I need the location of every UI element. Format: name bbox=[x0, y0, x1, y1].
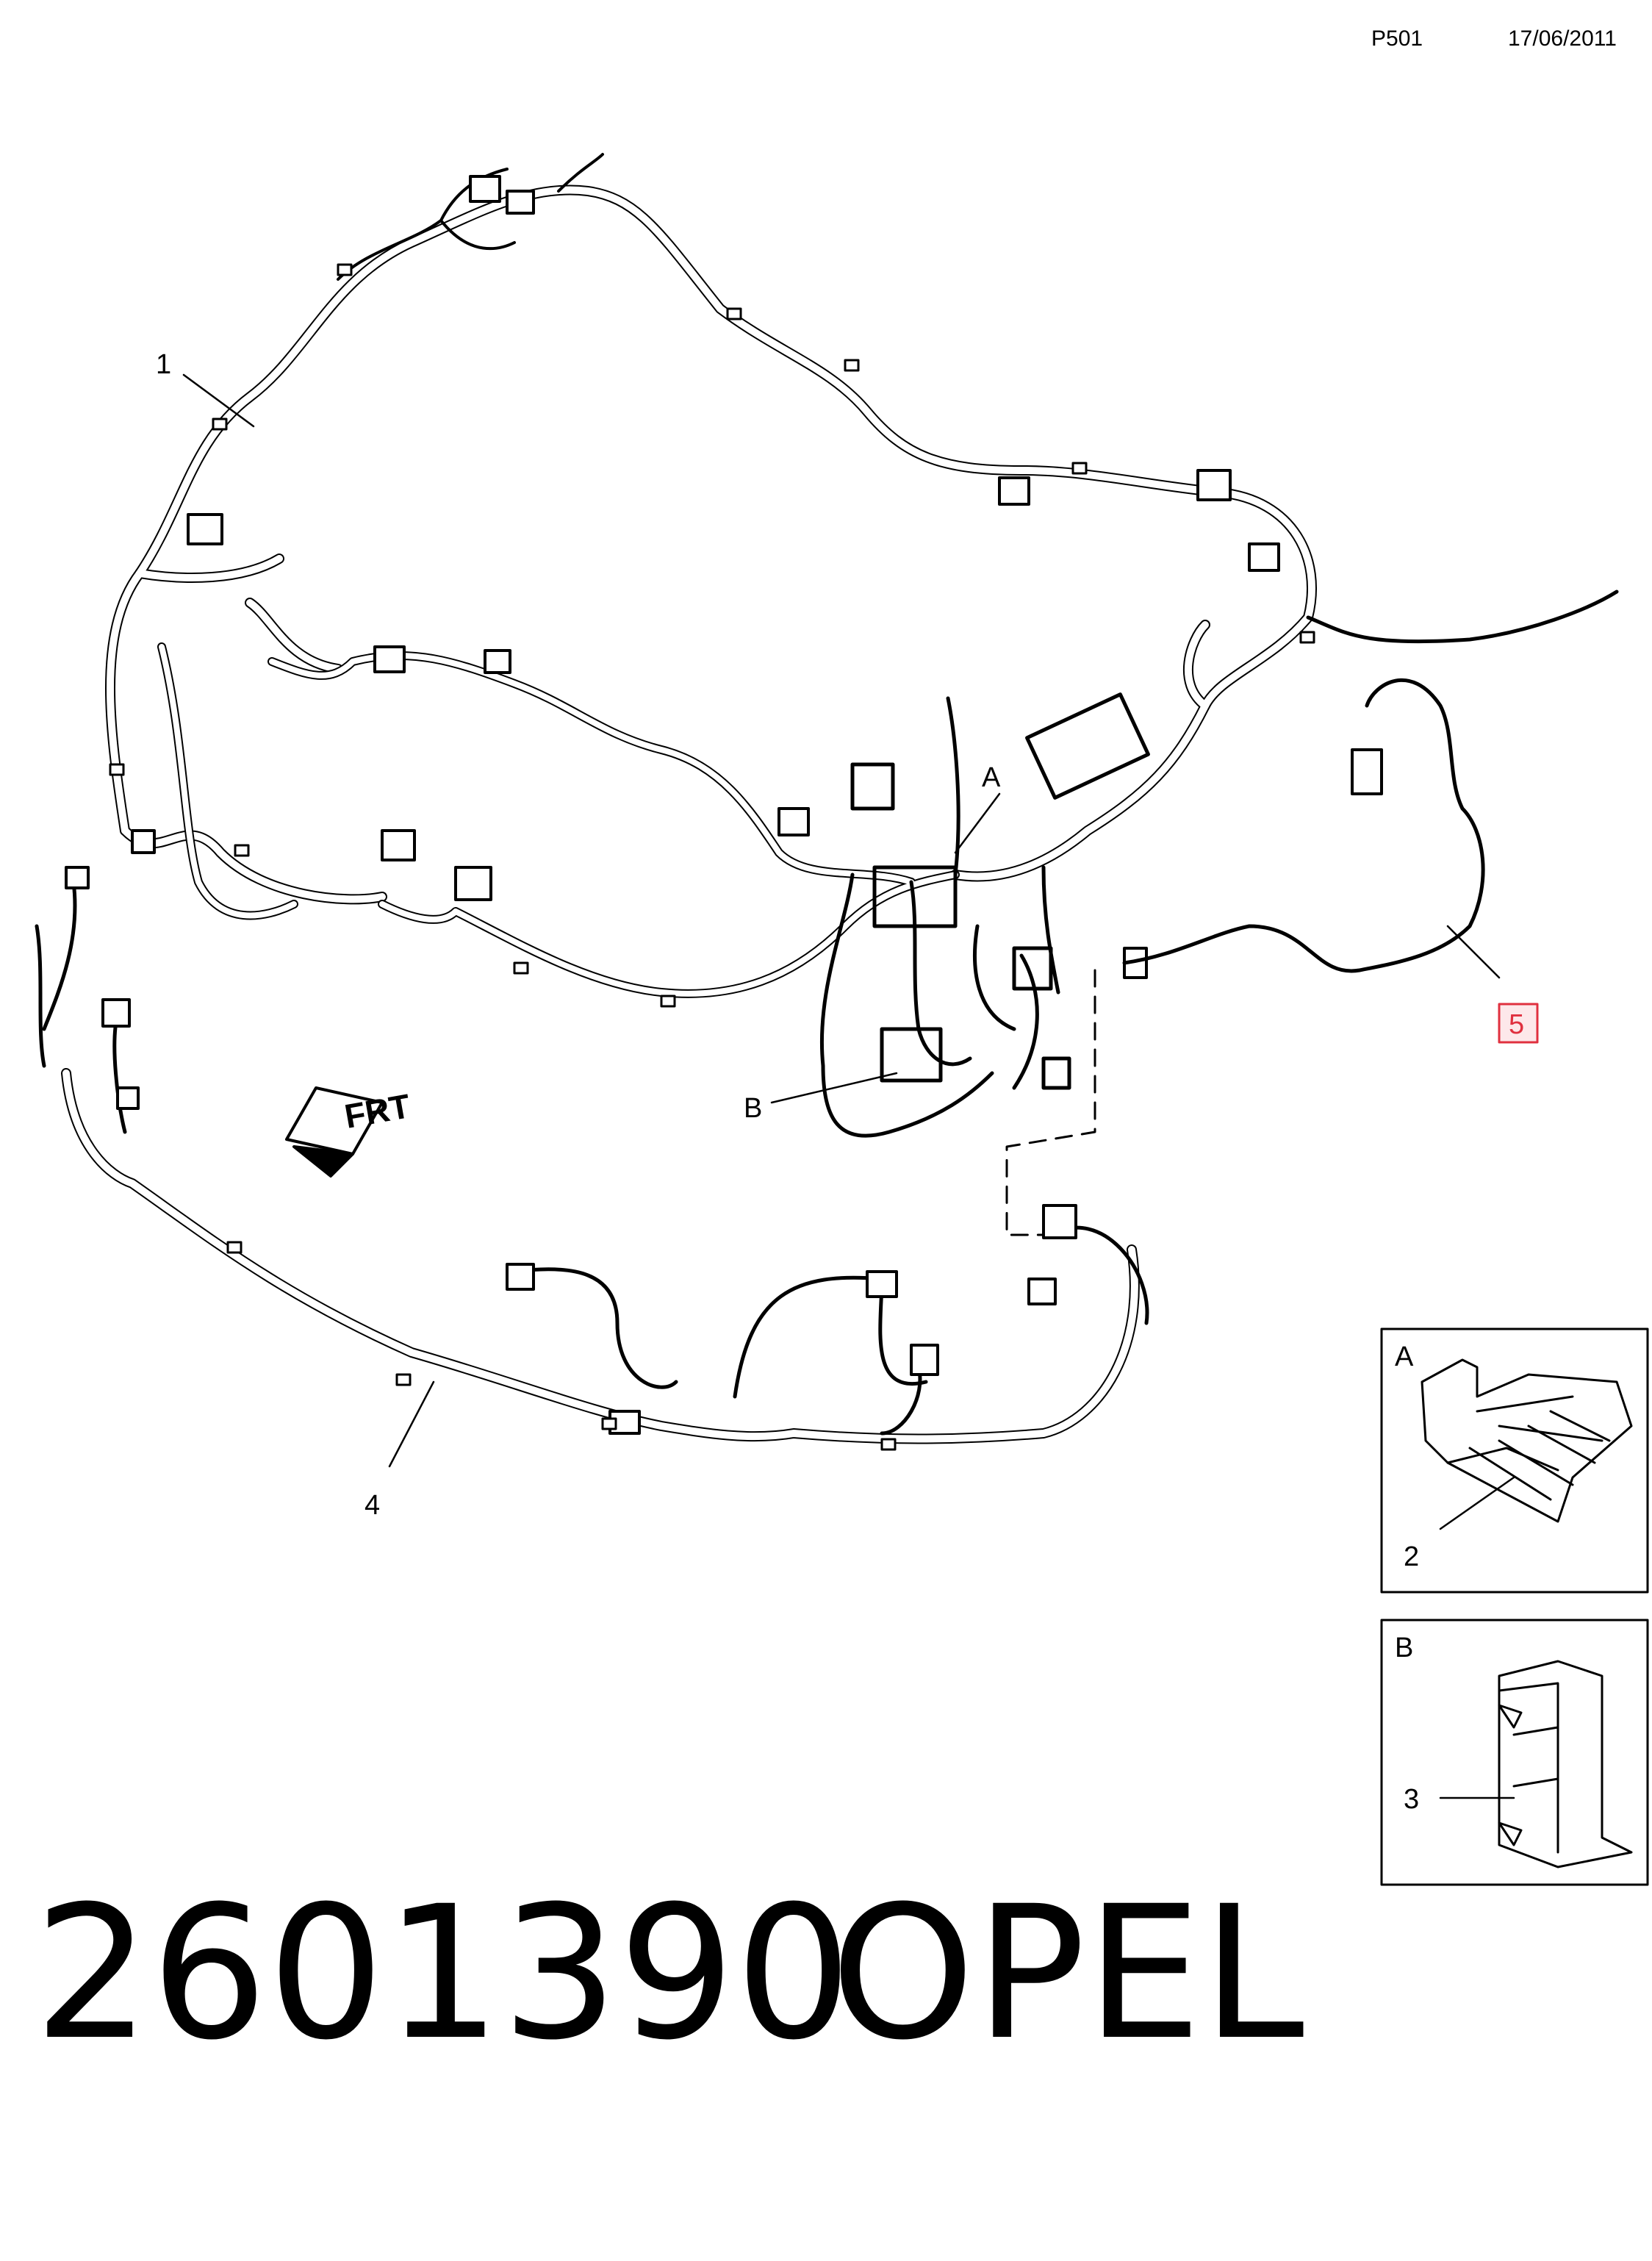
callout-4: 4 bbox=[364, 1490, 380, 1521]
harness-5 bbox=[1122, 678, 1485, 973]
callout-B: B bbox=[744, 1093, 762, 1124]
callout-5: 5 bbox=[1509, 1009, 1524, 1040]
callout-1: 1 bbox=[156, 349, 171, 380]
callout-2: 2 bbox=[1404, 1541, 1419, 1572]
detail-a-label: A bbox=[1395, 1341, 1414, 1372]
brand-name: OPEL bbox=[830, 1866, 1304, 2080]
page-code: P501 bbox=[1371, 26, 1423, 51]
diagram-date: 17/06/2011 bbox=[1508, 26, 1617, 51]
callout-3: 3 bbox=[1404, 1784, 1419, 1815]
callout-5-box bbox=[1498, 1003, 1539, 1044]
detail-b-label: B bbox=[1395, 1633, 1413, 1663]
detail-box-a bbox=[1380, 1327, 1649, 1594]
front-label: FRT bbox=[342, 1086, 413, 1136]
part-number: 2601390 bbox=[34, 1866, 852, 2080]
detail-box-b bbox=[1380, 1619, 1649, 1886]
front-orientation-arrow bbox=[285, 1086, 384, 1178]
callout-A: A bbox=[982, 762, 1001, 793]
